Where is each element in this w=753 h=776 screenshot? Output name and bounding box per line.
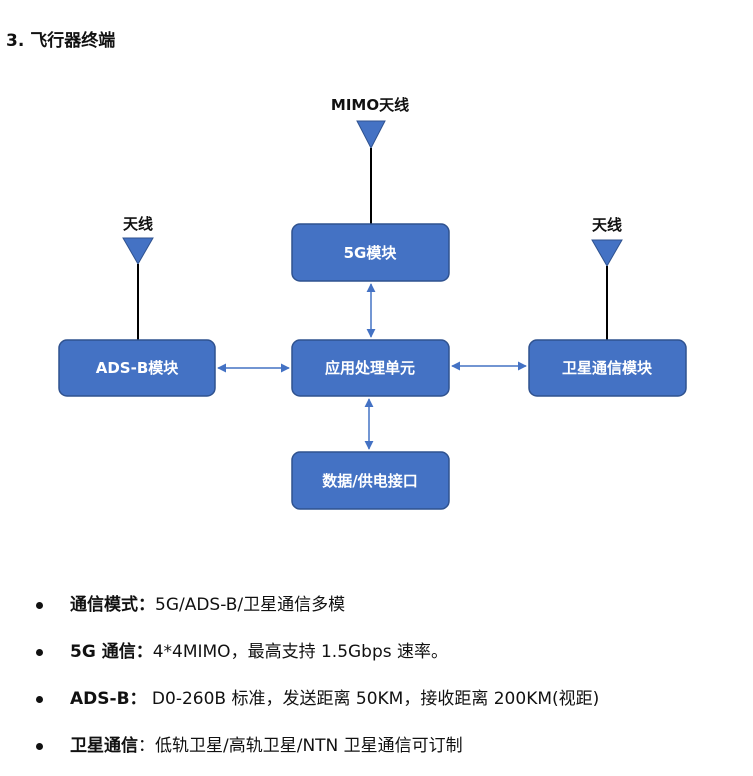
section-heading: 3. 飞行器终端 bbox=[6, 31, 116, 51]
spec-text: 4*4MIMO，最高支持 1.5Gbps 速率。 bbox=[152, 642, 449, 662]
left-antenna-icon bbox=[122, 237, 154, 266]
box-data-power-interface-label: 数据/供电接口 bbox=[322, 472, 417, 490]
mimo-antenna-label: MIMO天线 bbox=[331, 96, 409, 114]
block-diagram: MIMO天线 天线 天线 5G模块 ADS-B模块 应用处理单元 卫星通信模块 … bbox=[58, 96, 687, 510]
spec-item-mode: 通信模式：5G/ADS-B/卫星通信多模 bbox=[36, 588, 599, 635]
spec-item-5g: 5G 通信：4*4MIMO，最高支持 1.5Gbps 速率。 bbox=[36, 635, 599, 682]
box-satellite-module: 卫星通信模块 bbox=[528, 339, 687, 397]
mimo-antenna-icon bbox=[356, 120, 386, 150]
box-adsb-module-label: ADS-B模块 bbox=[96, 359, 180, 377]
spec-label: 5G 通信： bbox=[70, 642, 153, 662]
right-antenna-label: 天线 bbox=[592, 216, 622, 234]
spec-list: 通信模式：5G/ADS-B/卫星通信多模 5G 通信：4*4MIMO，最高支持 … bbox=[36, 588, 599, 776]
box-satellite-module-label: 卫星通信模块 bbox=[562, 359, 653, 377]
spec-label: 通信模式： bbox=[70, 595, 155, 615]
bullet-icon bbox=[36, 649, 43, 656]
spec-label: 卫星通信 bbox=[70, 736, 138, 756]
box-5g-module-label: 5G模块 bbox=[344, 244, 398, 262]
box-5g-module: 5G模块 bbox=[291, 223, 450, 282]
box-app-processing-unit-label: 应用处理单元 bbox=[325, 359, 415, 377]
spec-text: D0-260B 标准，发送距离 50KM，接收距离 200KM(视距) bbox=[146, 689, 600, 709]
left-antenna-label: 天线 bbox=[123, 215, 153, 233]
spec-text: ：低轨卫星/高轨卫星/NTN 卫星通信可订制 bbox=[138, 736, 463, 756]
bullet-icon bbox=[36, 602, 43, 609]
spec-item-adsb: ADS-B： D0-260B 标准，发送距离 50KM，接收距离 200KM(视… bbox=[36, 682, 599, 729]
box-data-power-interface: 数据/供电接口 bbox=[291, 451, 450, 510]
bullet-icon bbox=[36, 696, 43, 703]
bullet-icon bbox=[36, 743, 43, 750]
right-antenna-icon bbox=[591, 239, 623, 268]
spec-item-satellite: 卫星通信：低轨卫星/高轨卫星/NTN 卫星通信可订制 bbox=[36, 729, 599, 776]
spec-text: 5G/ADS-B/卫星通信多模 bbox=[155, 595, 346, 615]
box-adsb-module: ADS-B模块 bbox=[58, 339, 216, 397]
spec-label: ADS-B： bbox=[70, 689, 147, 709]
box-app-processing-unit: 应用处理单元 bbox=[291, 339, 450, 397]
